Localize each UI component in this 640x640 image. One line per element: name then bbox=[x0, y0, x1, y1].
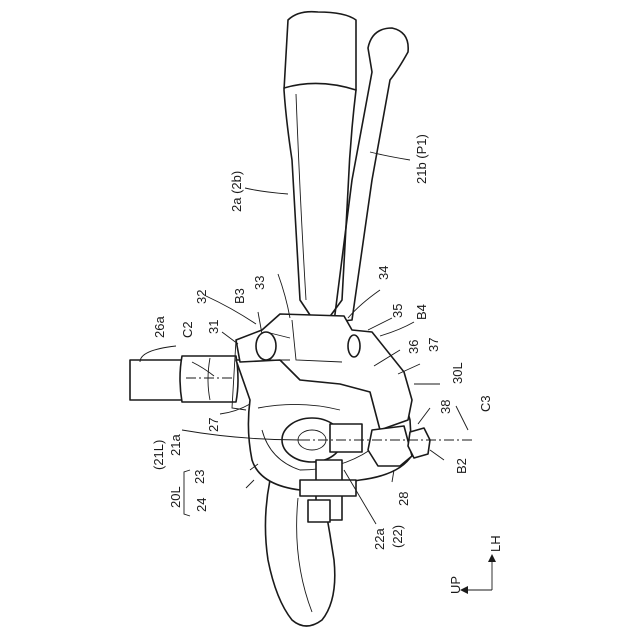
label-lh: LH bbox=[488, 535, 503, 552]
label-38: 38 bbox=[438, 400, 453, 414]
bolt-b2 bbox=[408, 428, 430, 458]
label-24: 24 bbox=[194, 498, 209, 512]
cable-housing bbox=[130, 360, 182, 400]
push-rod-upper bbox=[330, 424, 362, 452]
label-31: 31 bbox=[206, 320, 221, 334]
label-grip: 2a (2b) bbox=[229, 171, 244, 212]
reservoir-cap bbox=[368, 426, 412, 466]
label-35: 35 bbox=[390, 304, 405, 318]
label-b2: B2 bbox=[454, 458, 469, 474]
label-27: 27 bbox=[206, 418, 221, 432]
label-28: 28 bbox=[396, 492, 411, 506]
bolt-b4 bbox=[348, 335, 360, 357]
label-b4: B4 bbox=[414, 304, 429, 320]
label-22: (22) bbox=[390, 525, 405, 548]
label-23: 23 bbox=[192, 470, 207, 484]
label-33: 33 bbox=[252, 276, 267, 290]
label-b3: B3 bbox=[232, 288, 247, 304]
label-21a: 21a bbox=[168, 434, 183, 456]
label-37: 37 bbox=[426, 338, 441, 352]
bolt-b3 bbox=[256, 332, 276, 360]
label-30l: 30L bbox=[450, 362, 465, 384]
label-21l: (21L) bbox=[151, 440, 166, 470]
label-c3: C3 bbox=[478, 395, 493, 412]
label-up: UP bbox=[448, 576, 463, 594]
label-32: 32 bbox=[194, 290, 209, 304]
grip-end-ring bbox=[284, 83, 356, 90]
label-22a: 22a bbox=[372, 528, 387, 550]
brake-lever bbox=[334, 28, 408, 322]
label-lever: 21b (P1) bbox=[414, 134, 429, 184]
handlebar-pipe bbox=[284, 12, 356, 330]
push-rod-tip bbox=[308, 500, 330, 522]
up-arrow-head bbox=[488, 554, 496, 562]
label-34: 34 bbox=[376, 266, 391, 280]
label-36: 36 bbox=[406, 340, 421, 354]
label-c2: C2 bbox=[180, 321, 195, 338]
push-rod-flange bbox=[300, 480, 356, 496]
label-cable: 26a bbox=[152, 316, 167, 338]
brace-20l bbox=[184, 470, 190, 516]
label-20l: 20L bbox=[168, 486, 183, 508]
